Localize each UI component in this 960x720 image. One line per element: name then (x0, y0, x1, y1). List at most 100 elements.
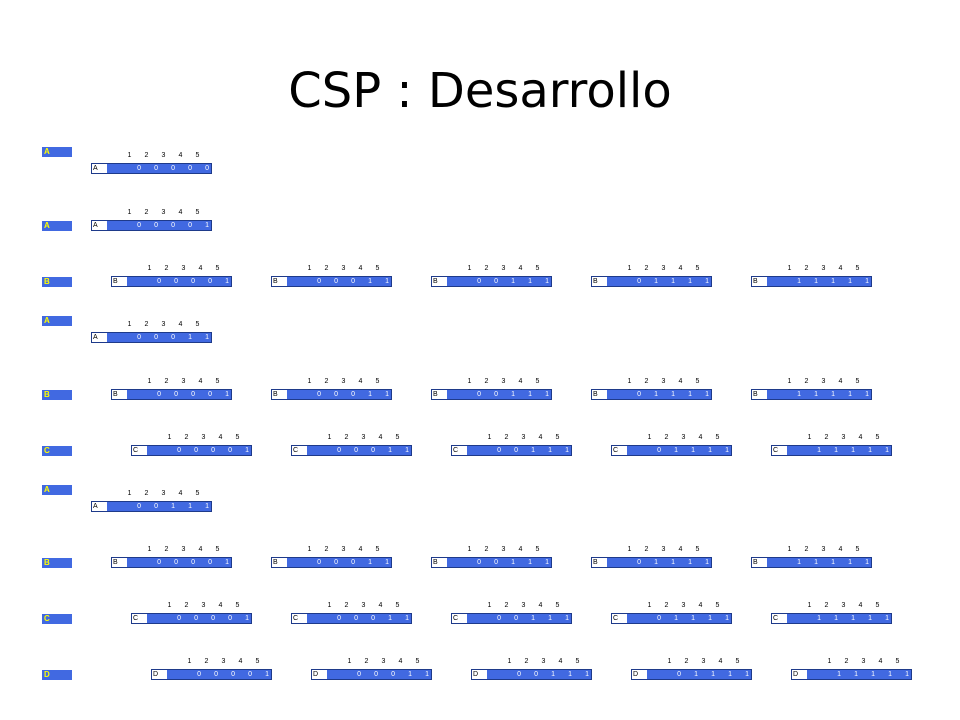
column-header: 2 (804, 378, 809, 385)
column-header: 1 (147, 265, 152, 272)
column-header: 5 (855, 546, 860, 553)
value-cell: 1 (725, 447, 729, 454)
value-cell: 1 (388, 447, 392, 454)
value-cell: 1 (565, 615, 569, 622)
value-cell: 1 (368, 391, 372, 398)
column-header: 1 (807, 602, 812, 609)
value-cell: 0 (354, 447, 358, 454)
column-header: 3 (661, 265, 666, 272)
column-header: 3 (341, 378, 346, 385)
value-cell: 1 (725, 615, 729, 622)
column-header: 1 (467, 546, 472, 553)
column-header: 5 (195, 490, 200, 497)
value-cell: 1 (511, 559, 515, 566)
column-header: 2 (684, 658, 689, 665)
value-cell: 0 (154, 165, 158, 172)
value-cell: 1 (585, 671, 589, 678)
column-header: 3 (861, 658, 866, 665)
column-header: 2 (504, 602, 509, 609)
column-header: 1 (327, 434, 332, 441)
column-header: 4 (358, 546, 363, 553)
value-cell: 0 (334, 278, 338, 285)
value-cell: 1 (865, 391, 869, 398)
variable-label-a: A (42, 221, 72, 231)
column-header: 2 (804, 546, 809, 553)
column-header: 5 (895, 658, 900, 665)
column-header: 4 (218, 434, 223, 441)
value-cell: 0 (211, 615, 215, 622)
column-header: 2 (144, 152, 149, 159)
column-header: 5 (535, 546, 540, 553)
column-header: 2 (164, 378, 169, 385)
column-header: 1 (167, 434, 172, 441)
value-cell: 0 (208, 391, 212, 398)
value-cell: 0 (494, 559, 498, 566)
value-cell: 0 (248, 671, 252, 678)
row-label: B (272, 277, 287, 286)
value-cell: 0 (191, 278, 195, 285)
column-header: 1 (307, 546, 312, 553)
row-label: B (272, 558, 287, 567)
column-header: 4 (838, 265, 843, 272)
column-header: 5 (375, 265, 380, 272)
value-cell: 0 (374, 671, 378, 678)
column-header: 2 (144, 209, 149, 216)
variable-label-b: B (42, 277, 72, 287)
column-header: 2 (504, 434, 509, 441)
value-cell: 1 (817, 447, 821, 454)
column-header: 4 (378, 434, 383, 441)
value-cell: 0 (174, 278, 178, 285)
value-cell: 1 (528, 559, 532, 566)
variable-label-c: C (42, 446, 72, 456)
row-label: B (272, 390, 287, 399)
row-label: D (312, 670, 327, 679)
value-cell: 1 (225, 559, 229, 566)
column-header: 4 (558, 658, 563, 665)
value-cell: 0 (177, 615, 181, 622)
column-header: 3 (841, 434, 846, 441)
value-cell: 0 (137, 503, 141, 510)
column-header: 5 (555, 434, 560, 441)
column-header: 2 (484, 546, 489, 553)
value-cell: 1 (405, 615, 409, 622)
column-header: 4 (698, 602, 703, 609)
value-cell: 0 (191, 559, 195, 566)
column-header: 3 (501, 378, 506, 385)
column-header: 1 (167, 602, 172, 609)
column-header: 2 (644, 378, 649, 385)
value-cell: 1 (705, 559, 709, 566)
column-header: 4 (178, 209, 183, 216)
column-header: 4 (198, 546, 203, 553)
column-header: 5 (235, 434, 240, 441)
value-cell: 0 (188, 222, 192, 229)
column-header: 1 (487, 434, 492, 441)
variable-label-b: B (42, 558, 72, 568)
column-header: 5 (695, 265, 700, 272)
column-header: 5 (395, 434, 400, 441)
value-cell: 1 (225, 391, 229, 398)
value-cell: 0 (177, 447, 181, 454)
